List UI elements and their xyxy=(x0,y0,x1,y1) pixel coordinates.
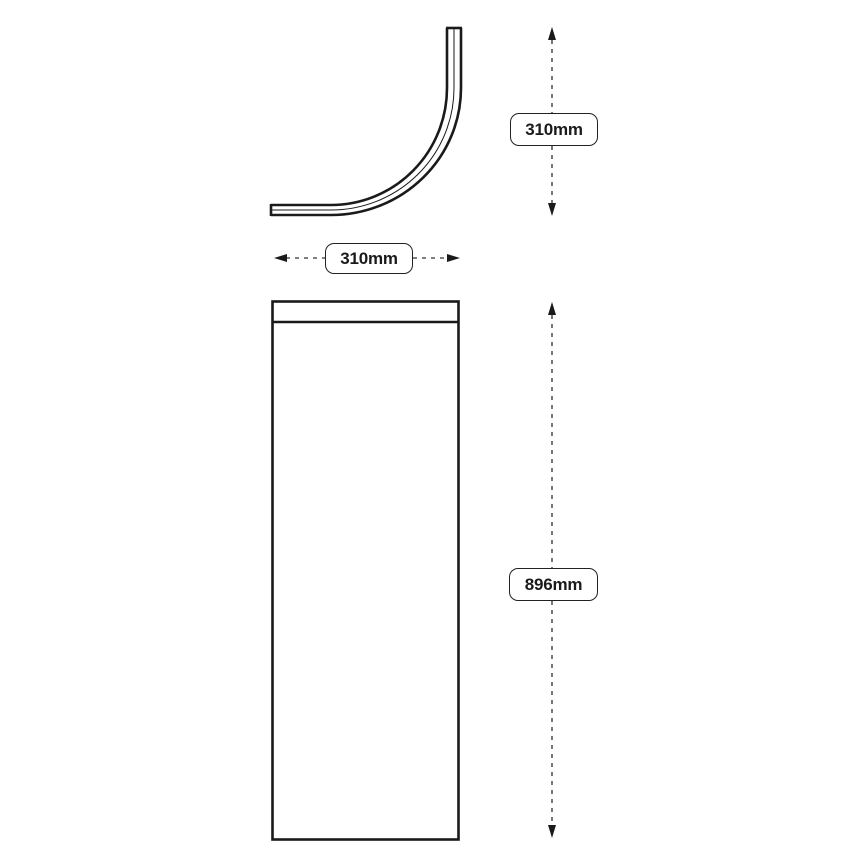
top-view-width-dimension xyxy=(274,254,460,262)
top-view-height-dimension xyxy=(548,27,556,216)
top-view-width-label: 310mm xyxy=(325,243,413,274)
panel-outer-edge xyxy=(271,28,463,217)
arrow-down-icon xyxy=(548,203,556,216)
front-view-height-dimension xyxy=(548,302,556,838)
top-view-height-label: 310mm xyxy=(510,113,598,146)
arrow-right-icon xyxy=(447,254,460,262)
panel-inner-edge xyxy=(271,28,449,207)
panel-front-outline xyxy=(271,300,460,841)
panel-center-line xyxy=(271,28,455,211)
arrow-up-icon xyxy=(548,27,556,40)
arrow-up-icon xyxy=(548,302,556,315)
front-view-height-label: 896mm xyxy=(509,568,598,601)
arrow-left-icon xyxy=(274,254,287,262)
curved-panel-profile xyxy=(269,26,463,217)
front-view-panel xyxy=(271,300,460,841)
arrow-down-icon xyxy=(548,825,556,838)
